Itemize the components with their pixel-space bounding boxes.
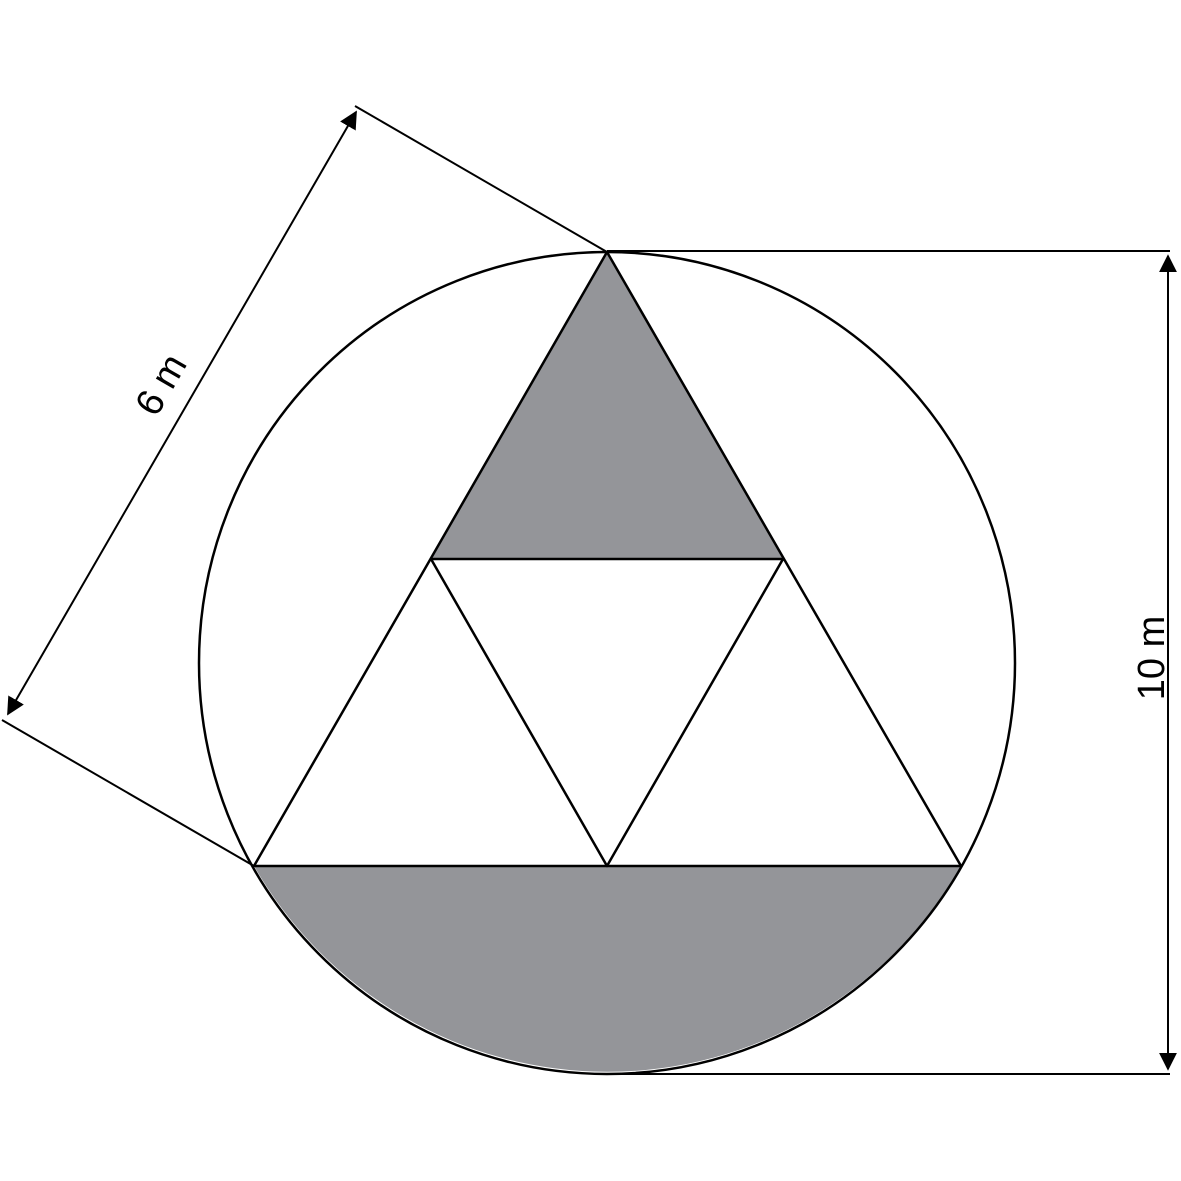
- side-dimension-arrow: [7, 110, 357, 716]
- side-dimension-label: 6 m: [128, 347, 196, 423]
- side-extension-line-bottom: [1, 719, 255, 867]
- side-extension-line-top: [354, 105, 608, 253]
- inner-triangle: [429, 557, 785, 868]
- shaded-circle-segment: [254, 866, 961, 1072]
- height-dimension-label: 10 m: [1131, 616, 1173, 700]
- shaded-top-triangle: [431, 252, 783, 559]
